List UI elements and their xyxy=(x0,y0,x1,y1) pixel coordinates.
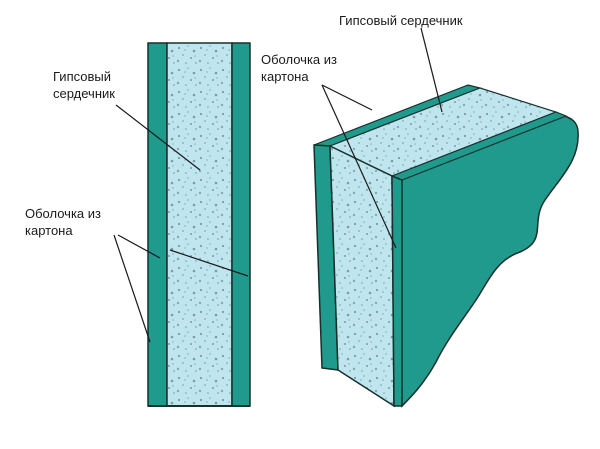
right-board-3d xyxy=(313,84,579,408)
leader-left-core xyxy=(115,104,201,171)
right-face xyxy=(394,114,579,408)
leader-right-shell-1 xyxy=(321,84,373,111)
left-shell-inner xyxy=(231,42,251,407)
label-left-shell: Оболочка из картона xyxy=(25,205,101,239)
label-right-core: Гипсовый сердечник xyxy=(339,12,463,29)
label-right-shell-line2: картона xyxy=(261,69,309,84)
right-front-core xyxy=(329,144,395,408)
label-right-shell: Оболочка из картона xyxy=(261,51,337,85)
label-right-shell-line1: Оболочка из xyxy=(261,52,337,67)
label-left-core-line1: Гипсовый xyxy=(53,69,111,84)
label-left-core: Гипсовый сердечник xyxy=(53,68,115,102)
leader-lines xyxy=(113,27,443,343)
label-left-shell-line1: Оболочка из xyxy=(25,206,101,221)
leader-right-shell-2 xyxy=(321,84,397,249)
right-front-shell-near xyxy=(391,174,403,407)
left-board-section xyxy=(147,42,251,407)
left-shell-outer xyxy=(147,42,168,407)
leader-left-shell-1 xyxy=(113,234,151,343)
label-left-core-line2: сердечник xyxy=(53,86,115,101)
label-left-shell-line2: картона xyxy=(25,223,73,238)
left-core xyxy=(166,42,233,407)
label-right-core-line1: Гипсовый сердечник xyxy=(339,13,463,28)
leader-left-core-2 xyxy=(169,249,249,277)
leader-left-shell-2 xyxy=(117,234,161,259)
leader-right-core xyxy=(420,27,443,113)
